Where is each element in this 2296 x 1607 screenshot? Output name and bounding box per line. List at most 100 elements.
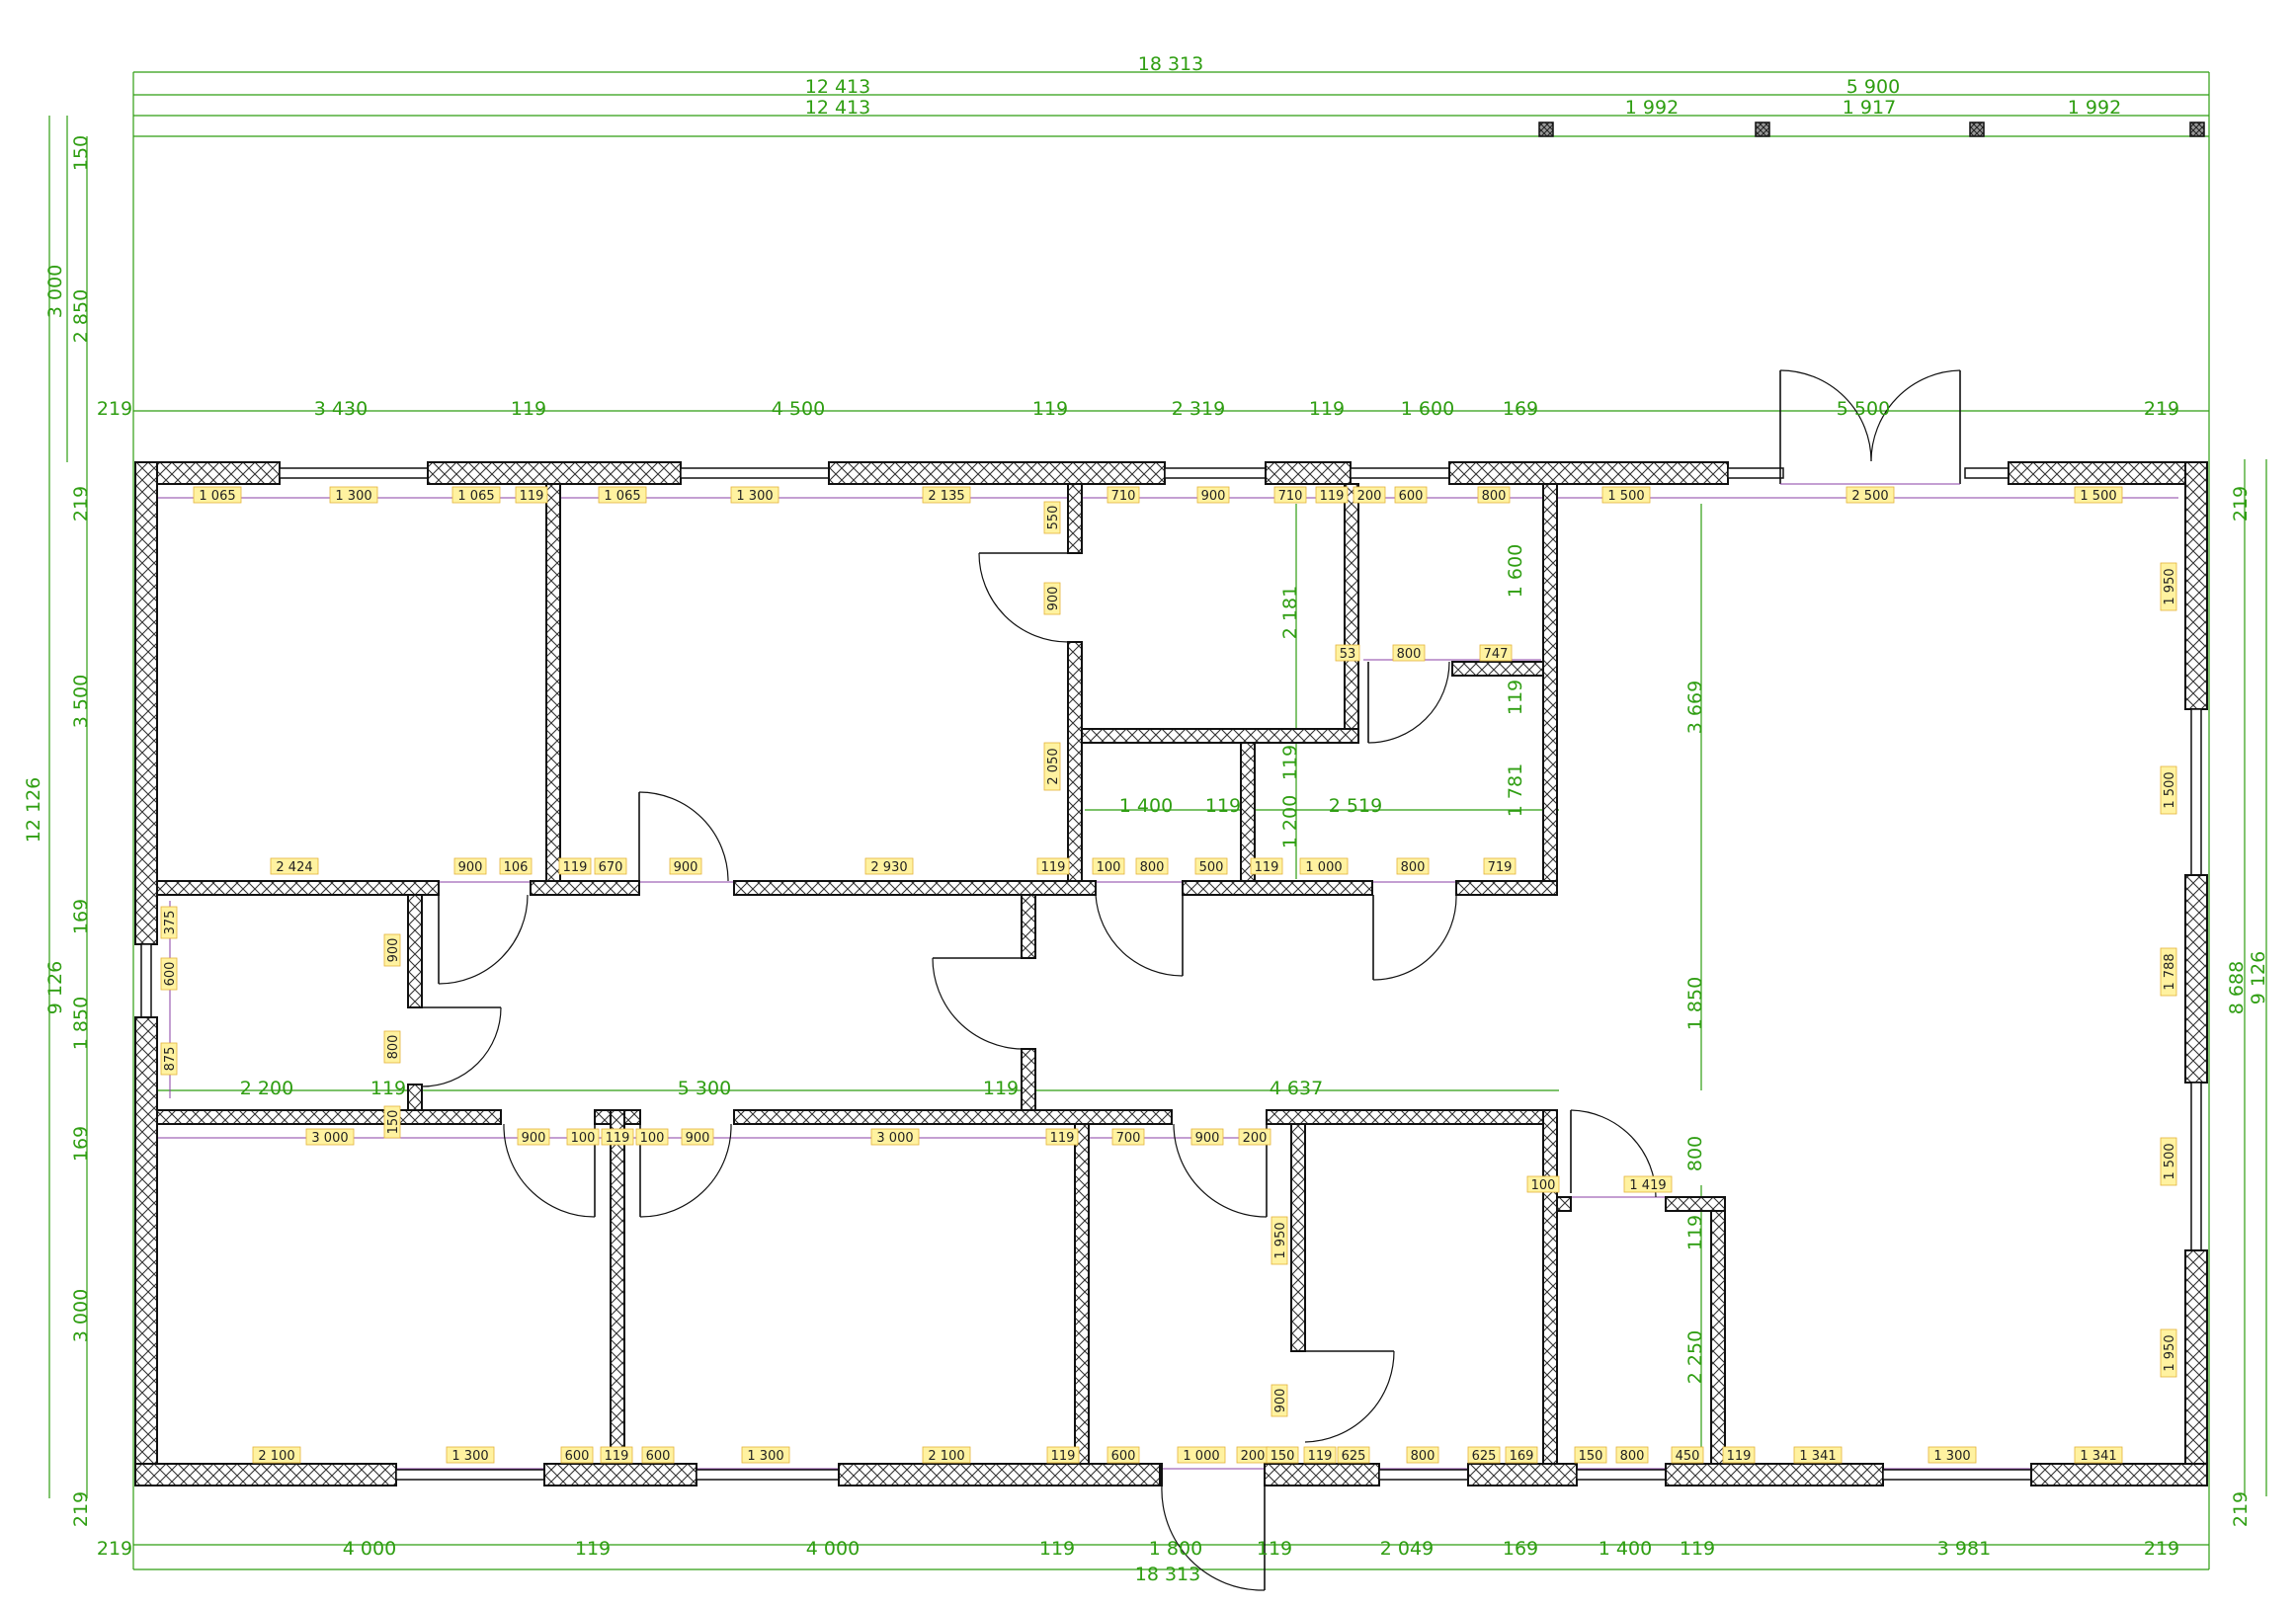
svg-text:600: 600 (1399, 489, 1424, 504)
bath-800: 800 (1684, 1136, 1706, 1171)
svg-text:800: 800 (1401, 860, 1426, 875)
opening-label: 670 (594, 857, 627, 875)
opening-label: 700 (1111, 1128, 1145, 1146)
opening-label: 800 (1392, 644, 1426, 662)
dim: 219 (70, 1491, 92, 1527)
opening-label: 2 100 (252, 1446, 301, 1464)
svg-text:1 500: 1 500 (2163, 1143, 2177, 1179)
svg-text:119: 119 (1308, 1449, 1333, 1464)
total-depth: 12 126 (23, 777, 44, 843)
dim: 219 (97, 1538, 132, 1560)
terrace-post-span-3: 1 992 (2068, 97, 2121, 119)
opening-label: 1 788 (2160, 947, 2177, 997)
svg-text:900: 900 (522, 1131, 546, 1146)
opening-label: 600 (560, 1446, 594, 1464)
opening-label: 1 341 (2074, 1446, 2123, 1464)
svg-text:625: 625 (1472, 1449, 1497, 1464)
svg-text:2 050: 2 050 (1046, 748, 1061, 784)
svg-text:150: 150 (1271, 1449, 1295, 1464)
opening-label: 1 065 (193, 486, 242, 504)
svg-text:2 424: 2 424 (276, 860, 312, 875)
dim: 119 (1032, 398, 1068, 420)
bath-2250: 2 250 (1684, 1330, 1706, 1384)
dim: 2 319 (1172, 398, 1225, 420)
opening-label: 200 (1353, 486, 1386, 504)
dim: 219 (2144, 398, 2179, 420)
opening-label: 747 (1479, 644, 1513, 662)
svg-text:100: 100 (1531, 1178, 1556, 1193)
main-depth-left: 9 126 (44, 961, 66, 1014)
svg-text:1 950: 1 950 (2163, 568, 2177, 604)
terrace-offset-2850: 2 850 (70, 289, 92, 343)
svg-text:119: 119 (1255, 860, 1279, 875)
svg-text:2 135: 2 135 (928, 489, 964, 504)
svg-text:1 065: 1 065 (604, 489, 640, 504)
opening-label: 800 (1477, 486, 1511, 504)
svg-text:670: 670 (599, 860, 623, 875)
terrace-post (1538, 121, 1554, 137)
svg-text:1 419: 1 419 (1629, 1178, 1666, 1193)
opening-label: 119 (1046, 1446, 1080, 1464)
opening-label: 1 300 (1927, 1446, 1977, 1464)
svg-text:1 341: 1 341 (2080, 1449, 2116, 1464)
svg-text:1 341: 1 341 (1799, 1449, 1836, 1464)
opening-label: 2 930 (864, 857, 914, 875)
hall-depth: 3 669 (1684, 681, 1706, 734)
opening-label: 800 (1135, 857, 1169, 875)
dim-119-vert: 119 (1279, 745, 1301, 780)
opening-label: 900 (669, 857, 702, 875)
dim: 5 300 (678, 1078, 731, 1099)
opening-label: 200 (1238, 1128, 1271, 1146)
opening-label: 150 (1574, 1446, 1607, 1464)
dim: 4 000 (806, 1538, 860, 1560)
terrace-width: 5 900 (1846, 76, 1900, 98)
opening-label: 1 000 (1177, 1446, 1226, 1464)
opening-label: 1 419 (1623, 1175, 1673, 1193)
dim: 169 (70, 899, 92, 934)
svg-text:1 950: 1 950 (1273, 1222, 1288, 1258)
opening-label: 2 135 (922, 486, 971, 504)
terrace-post (2189, 121, 2205, 137)
opening-label: 900 (1190, 1128, 1224, 1146)
svg-text:1 300: 1 300 (451, 1449, 488, 1464)
svg-text:1 950: 1 950 (2163, 1334, 2177, 1371)
opening-label: 600 (641, 1446, 675, 1464)
svg-text:1 500: 1 500 (2080, 489, 2116, 504)
svg-text:747: 747 (1484, 647, 1509, 662)
svg-text:1 065: 1 065 (457, 489, 494, 504)
opening-label: 100 (1092, 857, 1125, 875)
svg-text:450: 450 (1676, 1449, 1700, 1464)
opening-label: 1 500 (2160, 1137, 2177, 1186)
svg-text:1 300: 1 300 (747, 1449, 783, 1464)
opening-label: 169 (1505, 1446, 1538, 1464)
house-width-2: 12 413 (805, 97, 870, 119)
svg-text:119: 119 (1041, 860, 1066, 875)
svg-text:100: 100 (1097, 860, 1121, 875)
opening-label: 119 (515, 486, 548, 504)
terrace-post-span-2: 1 917 (1843, 97, 1896, 119)
opening-label: 3 000 (305, 1128, 355, 1146)
opening-label: 600 (160, 957, 178, 991)
dim: 219 (2230, 1491, 2252, 1527)
opening-label: 450 (1671, 1446, 1704, 1464)
opening-label: 100 (566, 1128, 600, 1146)
svg-text:150: 150 (1579, 1449, 1603, 1464)
svg-text:600: 600 (565, 1449, 590, 1464)
opening-label: 1 500 (2160, 765, 2177, 815)
dim: 169 (1503, 398, 1538, 420)
walls (134, 461, 2208, 1486)
dim: 119 (1309, 398, 1345, 420)
opening-label: 3 000 (870, 1128, 920, 1146)
total-width-top: 18 313 (1138, 53, 1203, 75)
svg-text:3 000: 3 000 (311, 1131, 348, 1146)
opening-label: 1 300 (741, 1446, 790, 1464)
svg-text:200: 200 (1243, 1131, 1268, 1146)
dim: 1 800 (1149, 1538, 1202, 1560)
svg-text:700: 700 (1116, 1131, 1141, 1146)
doors (421, 369, 1961, 1591)
dim: 3 981 (1937, 1538, 1991, 1560)
svg-text:119: 119 (1051, 1449, 1076, 1464)
svg-text:719: 719 (1488, 860, 1513, 875)
svg-text:119: 119 (1320, 489, 1345, 504)
left-side-dimensions: 219 3 500 169 1 850 169 3 000 219 219 21… (70, 486, 2252, 1527)
